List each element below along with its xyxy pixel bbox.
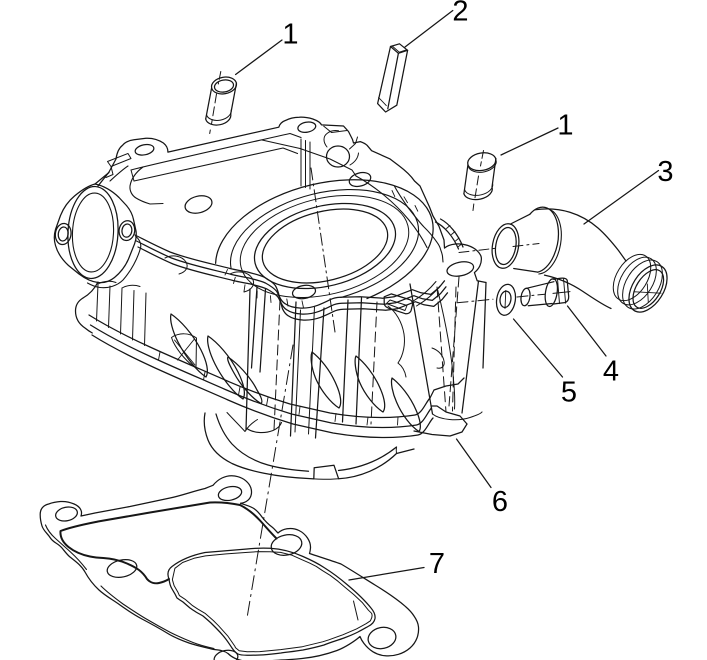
svg-text:7: 7 [429,548,445,580]
svg-text:1: 1 [282,19,298,51]
svg-text:5: 5 [561,377,577,409]
svg-text:1: 1 [557,110,573,142]
svg-text:6: 6 [492,486,508,518]
svg-text:2: 2 [452,0,468,28]
svg-text:4: 4 [603,356,619,388]
svg-text:3: 3 [657,156,673,188]
